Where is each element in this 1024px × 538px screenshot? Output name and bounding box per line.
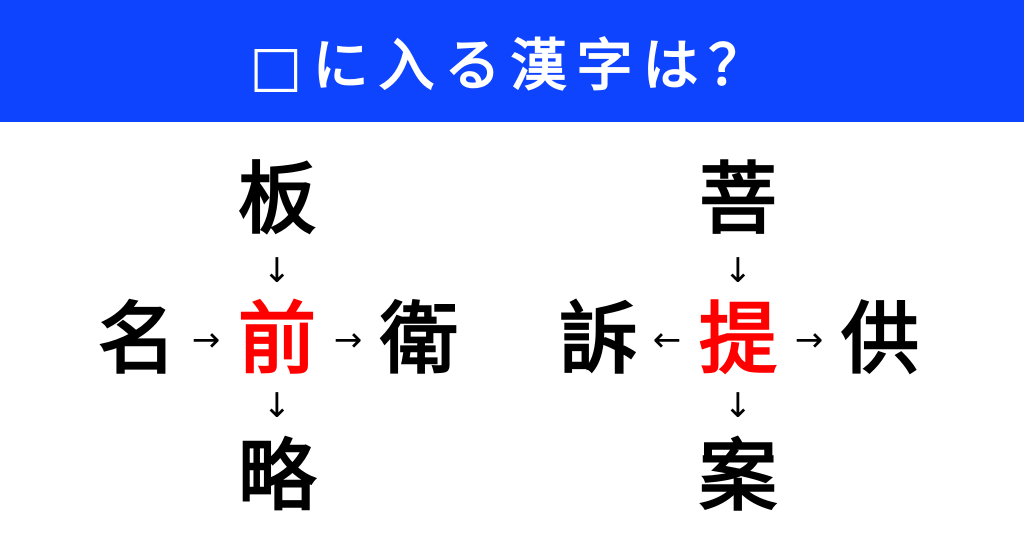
puzzle-2: 菩 ↓ 訴 ← 提 → 供 ↓ 案	[0, 122, 919, 538]
puzzle-2-right-arrow-icon: →	[794, 320, 824, 360]
title-banner: □に入る漢字は？	[0, 0, 1024, 122]
puzzle-2-top-kanji: 菩	[698, 155, 777, 245]
puzzle-2-down-arrow-icon: ↓	[723, 386, 753, 426]
puzzle-1-right-kanji: 衛	[379, 295, 458, 385]
puzzle-1: 板 ↓ 名 → 前 → 衛 ↓ 略	[0, 122, 512, 538]
puzzle-2-right-kanji: 供	[840, 295, 919, 385]
page-title: □に入る漢字は？	[249, 33, 775, 99]
puzzle-2-answer-kanji: 提	[698, 295, 777, 385]
puzzle-1-answer-kanji: 前	[237, 295, 316, 385]
puzzle-2-left-arrow-icon: ←	[652, 320, 682, 360]
puzzle-1-bottom-kanji: 略	[237, 432, 316, 522]
puzzle-1-right-arrow-icon: →	[191, 320, 221, 360]
puzzle-1-top-kanji: 板	[237, 155, 316, 245]
puzzle-1-down-arrow-icon: ↓	[262, 386, 292, 426]
puzzle-2-left-kanji: 訴	[558, 295, 637, 385]
puzzle-2-down-arrow-icon: ↓	[723, 251, 753, 291]
puzzle-2-bottom-kanji: 案	[698, 432, 777, 522]
puzzle-1-left-kanji: 名	[97, 295, 176, 385]
puzzle-1-down-arrow-icon: ↓	[262, 251, 292, 291]
puzzle-1-right-arrow-icon: →	[333, 320, 363, 360]
